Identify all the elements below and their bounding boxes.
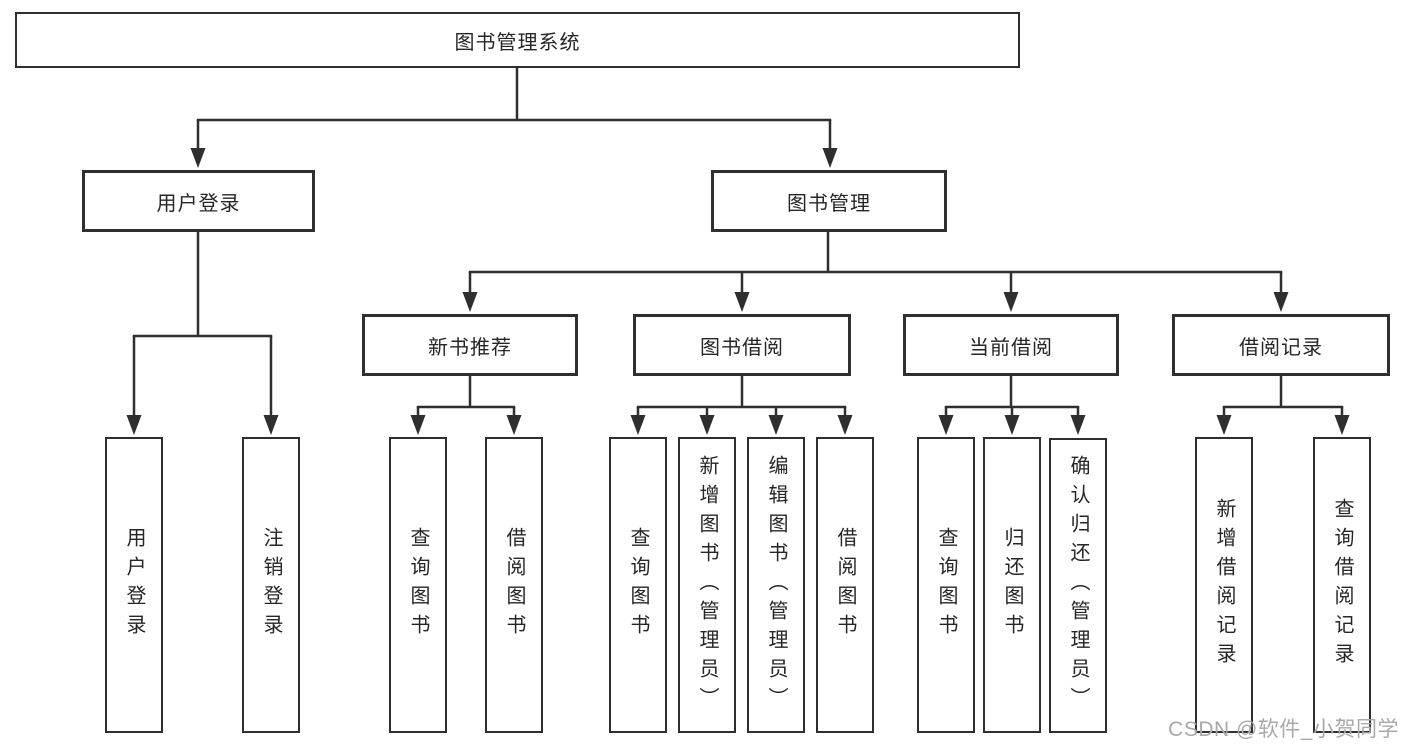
arrow-to-bb-add: [699, 407, 715, 435]
arrow-to-bb-query: [630, 407, 646, 435]
node-book-borrow: 图书借阅: [633, 314, 851, 376]
arrow-to-bb-edit: [768, 407, 784, 435]
connector-current-borrow-branch: [944, 376, 1080, 409]
connector-book-borrow-branch: [636, 376, 847, 409]
arrow-to-book-mgmt: [822, 120, 838, 168]
arrow-to-ul-login: [126, 336, 142, 435]
node-current-borrow: 当前借阅: [903, 314, 1119, 376]
leaf-br-add-record: 新增借阅记录: [1195, 437, 1253, 733]
node-new-book: 新书推荐: [362, 314, 578, 376]
connector-root-branch: [196, 68, 832, 122]
leaf-cb-confirm-return-admin: 确认归还（管理员）: [1049, 438, 1107, 733]
connector-new-book-branch: [416, 376, 516, 409]
arrow-to-bb-borrow: [837, 407, 853, 435]
arrow-to-borrow-record: [1273, 272, 1289, 312]
connector-borrow-record-branch: [1222, 376, 1344, 409]
arrow-to-nb-query: [410, 407, 426, 435]
leaf-bb-query-books: 查询图书: [609, 437, 667, 733]
arrow-to-user-login: [190, 120, 206, 168]
arrow-to-new-book: [462, 272, 478, 312]
node-borrow-record: 借阅记录: [1172, 314, 1390, 376]
arrow-to-book-borrow: [734, 272, 750, 312]
leaf-bb-borrow-books: 借阅图书: [816, 437, 874, 733]
arrow-to-cb-query: [938, 407, 954, 435]
leaf-bb-add-books-admin: 新增图书（管理员）: [678, 437, 736, 733]
arrow-to-cb-confirm: [1070, 407, 1086, 435]
arrow-to-cb-return: [1004, 407, 1020, 435]
csdn-watermark: CSDN @软件_小贺同学: [1168, 718, 1399, 741]
leaf-nb-query-books: 查询图书: [389, 437, 447, 733]
node-root: 图书管理系统: [15, 12, 1020, 68]
arrow-to-br-add: [1216, 407, 1232, 435]
connector-user-login-branch: [132, 232, 273, 338]
leaf-br-query-record: 查询借阅记录: [1313, 437, 1371, 733]
node-user-login: 用户登录: [82, 170, 315, 232]
arrow-to-br-query: [1334, 407, 1350, 435]
arrow-to-nb-borrow: [506, 407, 522, 435]
leaf-user-login: 用户登录: [105, 437, 163, 733]
leaf-bb-edit-books-admin: 编辑图书（管理员）: [747, 437, 805, 733]
connector-book-mgmt-branch: [468, 232, 1283, 274]
leaf-cb-return-books: 归还图书: [983, 437, 1041, 733]
leaf-logout: 注销登录: [242, 437, 300, 733]
leaf-cb-query-books: 查询图书: [917, 437, 975, 733]
arrow-to-current-borrow: [1003, 272, 1019, 312]
node-book-mgmt: 图书管理: [711, 170, 947, 232]
arrow-to-ul-logout: [263, 336, 279, 435]
leaf-nb-borrow-books: 借阅图书: [485, 437, 543, 733]
